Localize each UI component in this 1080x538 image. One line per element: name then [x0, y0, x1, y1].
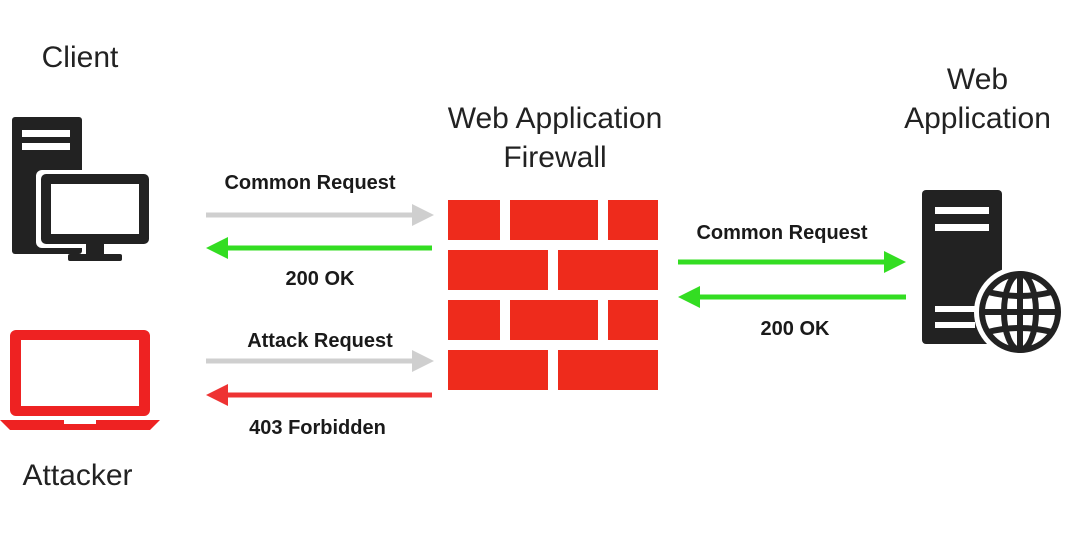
laptop-icon [0, 330, 160, 430]
arrow-attack-request [206, 350, 434, 372]
server-slot [935, 207, 989, 214]
brick-wall-icon [448, 200, 658, 390]
attacker-label: Attacker [22, 459, 133, 492]
firewall-label: Web Application Firewall [420, 99, 690, 177]
client-request-label: Common Request [224, 172, 396, 194]
firewall-label-line1: Web Application [447, 102, 663, 135]
server-slot [935, 224, 989, 231]
firewall-label-line2: Firewall [503, 141, 607, 174]
arrow-client-response [206, 237, 432, 259]
server-response-label: 200 OK [760, 318, 830, 340]
globe-icon [979, 271, 1061, 353]
client-monitor-base [68, 254, 122, 261]
laptop-notch [64, 420, 96, 424]
arrow-client-request [206, 204, 434, 226]
server-request-label: Common Request [696, 222, 868, 244]
firewall-brick [510, 200, 598, 240]
arrow-server-response [678, 286, 906, 308]
firewall-brick [448, 300, 500, 340]
web-application-label-line1: Web [946, 63, 1009, 96]
firewall-brick [608, 300, 658, 340]
firewall-brick [558, 350, 658, 390]
client-response-label: 200 OK [285, 268, 355, 290]
firewall-brick [608, 200, 658, 240]
client-tower-slot [22, 130, 70, 137]
client-monitor-neck [86, 244, 104, 256]
web-application-label-line2: Application [904, 102, 1051, 135]
server-slot [935, 306, 975, 312]
client-screen [51, 184, 139, 234]
server-slot [935, 322, 975, 328]
firewall-brick [448, 200, 500, 240]
firewall-brick [448, 350, 548, 390]
attack-request-label: Attack Request [247, 330, 393, 352]
firewall-brick [558, 250, 658, 290]
arrow-attack-response [206, 384, 432, 406]
laptop-base [0, 420, 160, 430]
firewall-brick [448, 250, 548, 290]
arrow-server-request [678, 251, 906, 273]
attack-response-label: 403 Forbidden [249, 417, 386, 439]
server-globe-icon [922, 190, 1066, 358]
client-label: Client [41, 41, 119, 74]
web-application-label: Web Application [885, 60, 1070, 138]
desktop-computer-icon [12, 117, 154, 261]
client-tower-slot [22, 143, 70, 150]
laptop-screen [21, 340, 139, 406]
firewall-brick [510, 300, 598, 340]
